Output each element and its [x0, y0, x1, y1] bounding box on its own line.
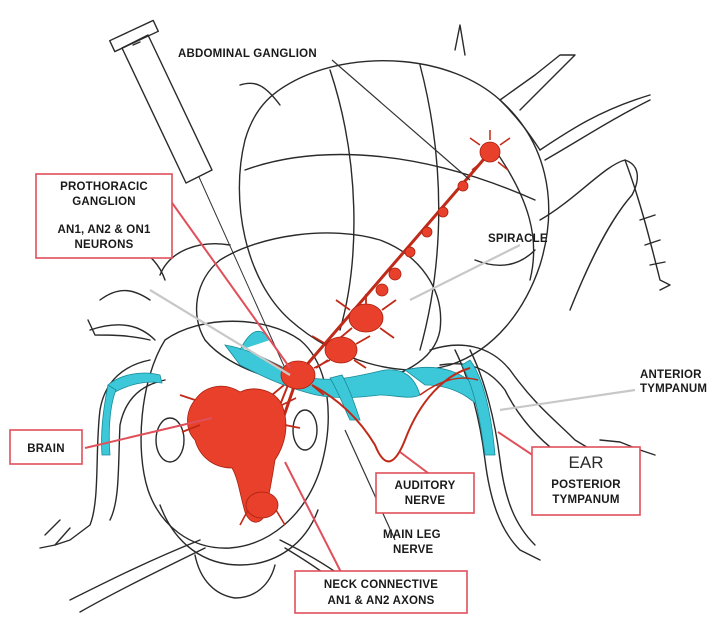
label-spiracle: SPIRACLE	[488, 233, 548, 245]
callout-neck-connective: NECK CONNECTIVE AN1 & AN2 AXONS	[295, 571, 467, 613]
brain	[180, 386, 300, 525]
trachea	[101, 331, 495, 455]
neck-connective-line1: NECK CONNECTIVE	[324, 579, 438, 591]
anterior-tympanum-line2: TYMPANUM	[640, 383, 707, 395]
abdominal-ganglion-text: ABDOMINAL GANGLION	[178, 48, 317, 60]
main-leg-nerve-line1: MAIN LEG	[383, 529, 441, 541]
callout-auditory-nerve: AUDITORY NERVE	[376, 473, 474, 513]
label-abdominal-ganglion: ABDOMINAL GANGLION	[178, 48, 317, 60]
posterior-tympanum-line1: POSTERIOR	[551, 479, 621, 491]
brain-text: BRAIN	[27, 443, 64, 455]
mesothoracic-ganglion	[312, 336, 370, 368]
label-main-leg-nerve: MAIN LEG NERVE	[383, 529, 441, 556]
main-leg-nerve-line2: NERVE	[393, 544, 434, 556]
callout-brain: BRAIN	[10, 430, 82, 464]
nerve-cord	[180, 130, 510, 525]
spiracle-text: SPIRACLE	[488, 233, 548, 245]
anterior-tympanum-line1: ANTERIOR	[640, 369, 702, 381]
callout-box	[376, 473, 474, 513]
prothoracic-text-line1: PROTHORACIC	[60, 181, 148, 193]
prothoracic-text-line2: GANGLION	[72, 196, 136, 208]
posterior-tympanum-line2: TYMPANUM	[552, 494, 619, 506]
label-anterior-tympanum: ANTERIOR TYMPANUM	[640, 369, 707, 395]
auditory-nerve-line1: AUDITORY	[394, 480, 455, 492]
neurons-text-line2: NEURONS	[75, 239, 134, 251]
auditory-nerve-line2: NERVE	[405, 495, 446, 507]
callout-ear: EAR POSTERIOR TYMPANUM	[532, 447, 640, 515]
metathoracic-ganglion	[336, 294, 396, 338]
neurons-text-line1: AN1, AN2 & ON1	[57, 224, 151, 236]
callout-prothoracic-ganglion: PROTHORACIC GANGLION AN1, AN2 & ON1 NEUR…	[36, 174, 172, 258]
neck-connective-line2: AN1 & AN2 AXONS	[328, 595, 435, 607]
ear-text: EAR	[569, 453, 604, 472]
